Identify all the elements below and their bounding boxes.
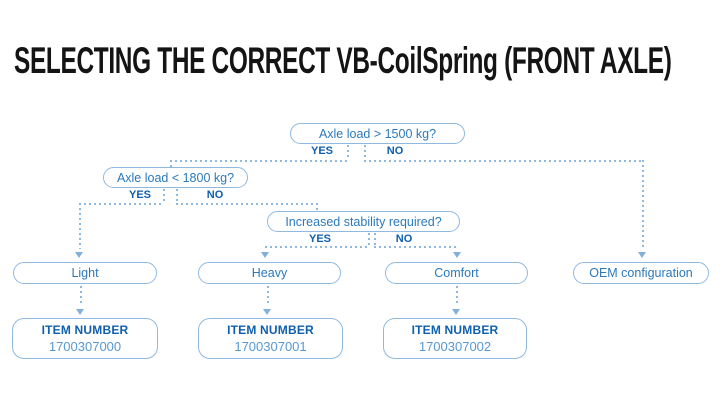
connector-q2-yes-stub — [163, 189, 165, 203]
arrow-down-icon — [76, 309, 84, 315]
arrow-down-icon — [453, 252, 461, 258]
arrow-down-icon — [452, 309, 460, 315]
arrow-down-icon — [638, 252, 646, 258]
page-title: SELECTING THE CORRECT VB-CoilSpring (FRO… — [14, 40, 672, 81]
result-light: Light — [13, 262, 157, 284]
result-heavy: Heavy — [198, 262, 341, 284]
connector-comfort-item — [456, 286, 458, 305]
connector-q1-yes-h — [170, 160, 347, 162]
result-comfort: Comfort — [385, 262, 528, 284]
result-label: Heavy — [251, 266, 288, 280]
item-number-value: 1700307000 — [48, 339, 122, 354]
connector-light-item — [80, 286, 82, 305]
result-label: OEM configuration — [589, 266, 693, 280]
arrow-down-icon — [75, 252, 83, 258]
connector-q2-yes-drop — [79, 203, 81, 249]
connector-q3-yes-h — [265, 246, 368, 248]
connector-q2-no-stub — [176, 189, 178, 203]
item-number-box-comfort: ITEM NUMBER 1700307002 — [383, 318, 527, 359]
q3-no-label: NO — [395, 233, 413, 245]
connector-into-q3 — [316, 203, 318, 211]
q1-yes-label: YES — [310, 145, 333, 157]
connector-q3-no-h — [374, 246, 457, 248]
item-number-box-light: ITEM NUMBER 1700307000 — [12, 318, 158, 359]
result-label: Light — [71, 266, 99, 280]
q1-no-label: NO — [386, 145, 404, 157]
item-number-label: ITEM NUMBER — [411, 323, 499, 337]
connector-q2-yes-h — [79, 203, 163, 205]
arrow-down-icon — [263, 309, 271, 315]
connector-q3-no-stub — [374, 233, 376, 246]
question-axle-load-1500: Axle load > 1500 kg? — [290, 123, 465, 144]
question-label: Axle load > 1500 kg? — [318, 126, 437, 141]
question-label: Axle load < 1800 kg? — [116, 170, 235, 185]
item-number-label: ITEM NUMBER — [227, 323, 314, 337]
question-label: Increased stability required? — [285, 214, 442, 229]
connector-heavy-item — [267, 286, 269, 305]
item-number-label: ITEM NUMBER — [41, 323, 129, 337]
connector-q1-no-stub — [364, 145, 366, 160]
connector-q1-no-drop — [642, 160, 644, 249]
connector-q3-yes-stub — [368, 233, 370, 246]
item-number-value: 1700307002 — [418, 339, 492, 354]
connector-into-q2 — [170, 160, 172, 167]
result-oem-configuration: OEM configuration — [573, 262, 709, 284]
question-increased-stability: Increased stability required? — [267, 211, 460, 232]
item-number-value: 1700307001 — [234, 339, 307, 354]
connector-q1-no-h — [364, 160, 643, 162]
question-axle-load-1800: Axle load < 1800 kg? — [103, 167, 248, 188]
q2-no-label: NO — [206, 189, 224, 201]
q2-yes-label: YES — [128, 189, 151, 201]
connector-q2-no-h — [176, 203, 317, 205]
connector-q1-yes-stub — [347, 145, 349, 160]
q3-yes-label: YES — [308, 233, 331, 245]
arrow-down-icon — [261, 252, 269, 258]
result-label: Comfort — [434, 266, 479, 280]
item-number-box-heavy: ITEM NUMBER 1700307001 — [198, 318, 343, 359]
